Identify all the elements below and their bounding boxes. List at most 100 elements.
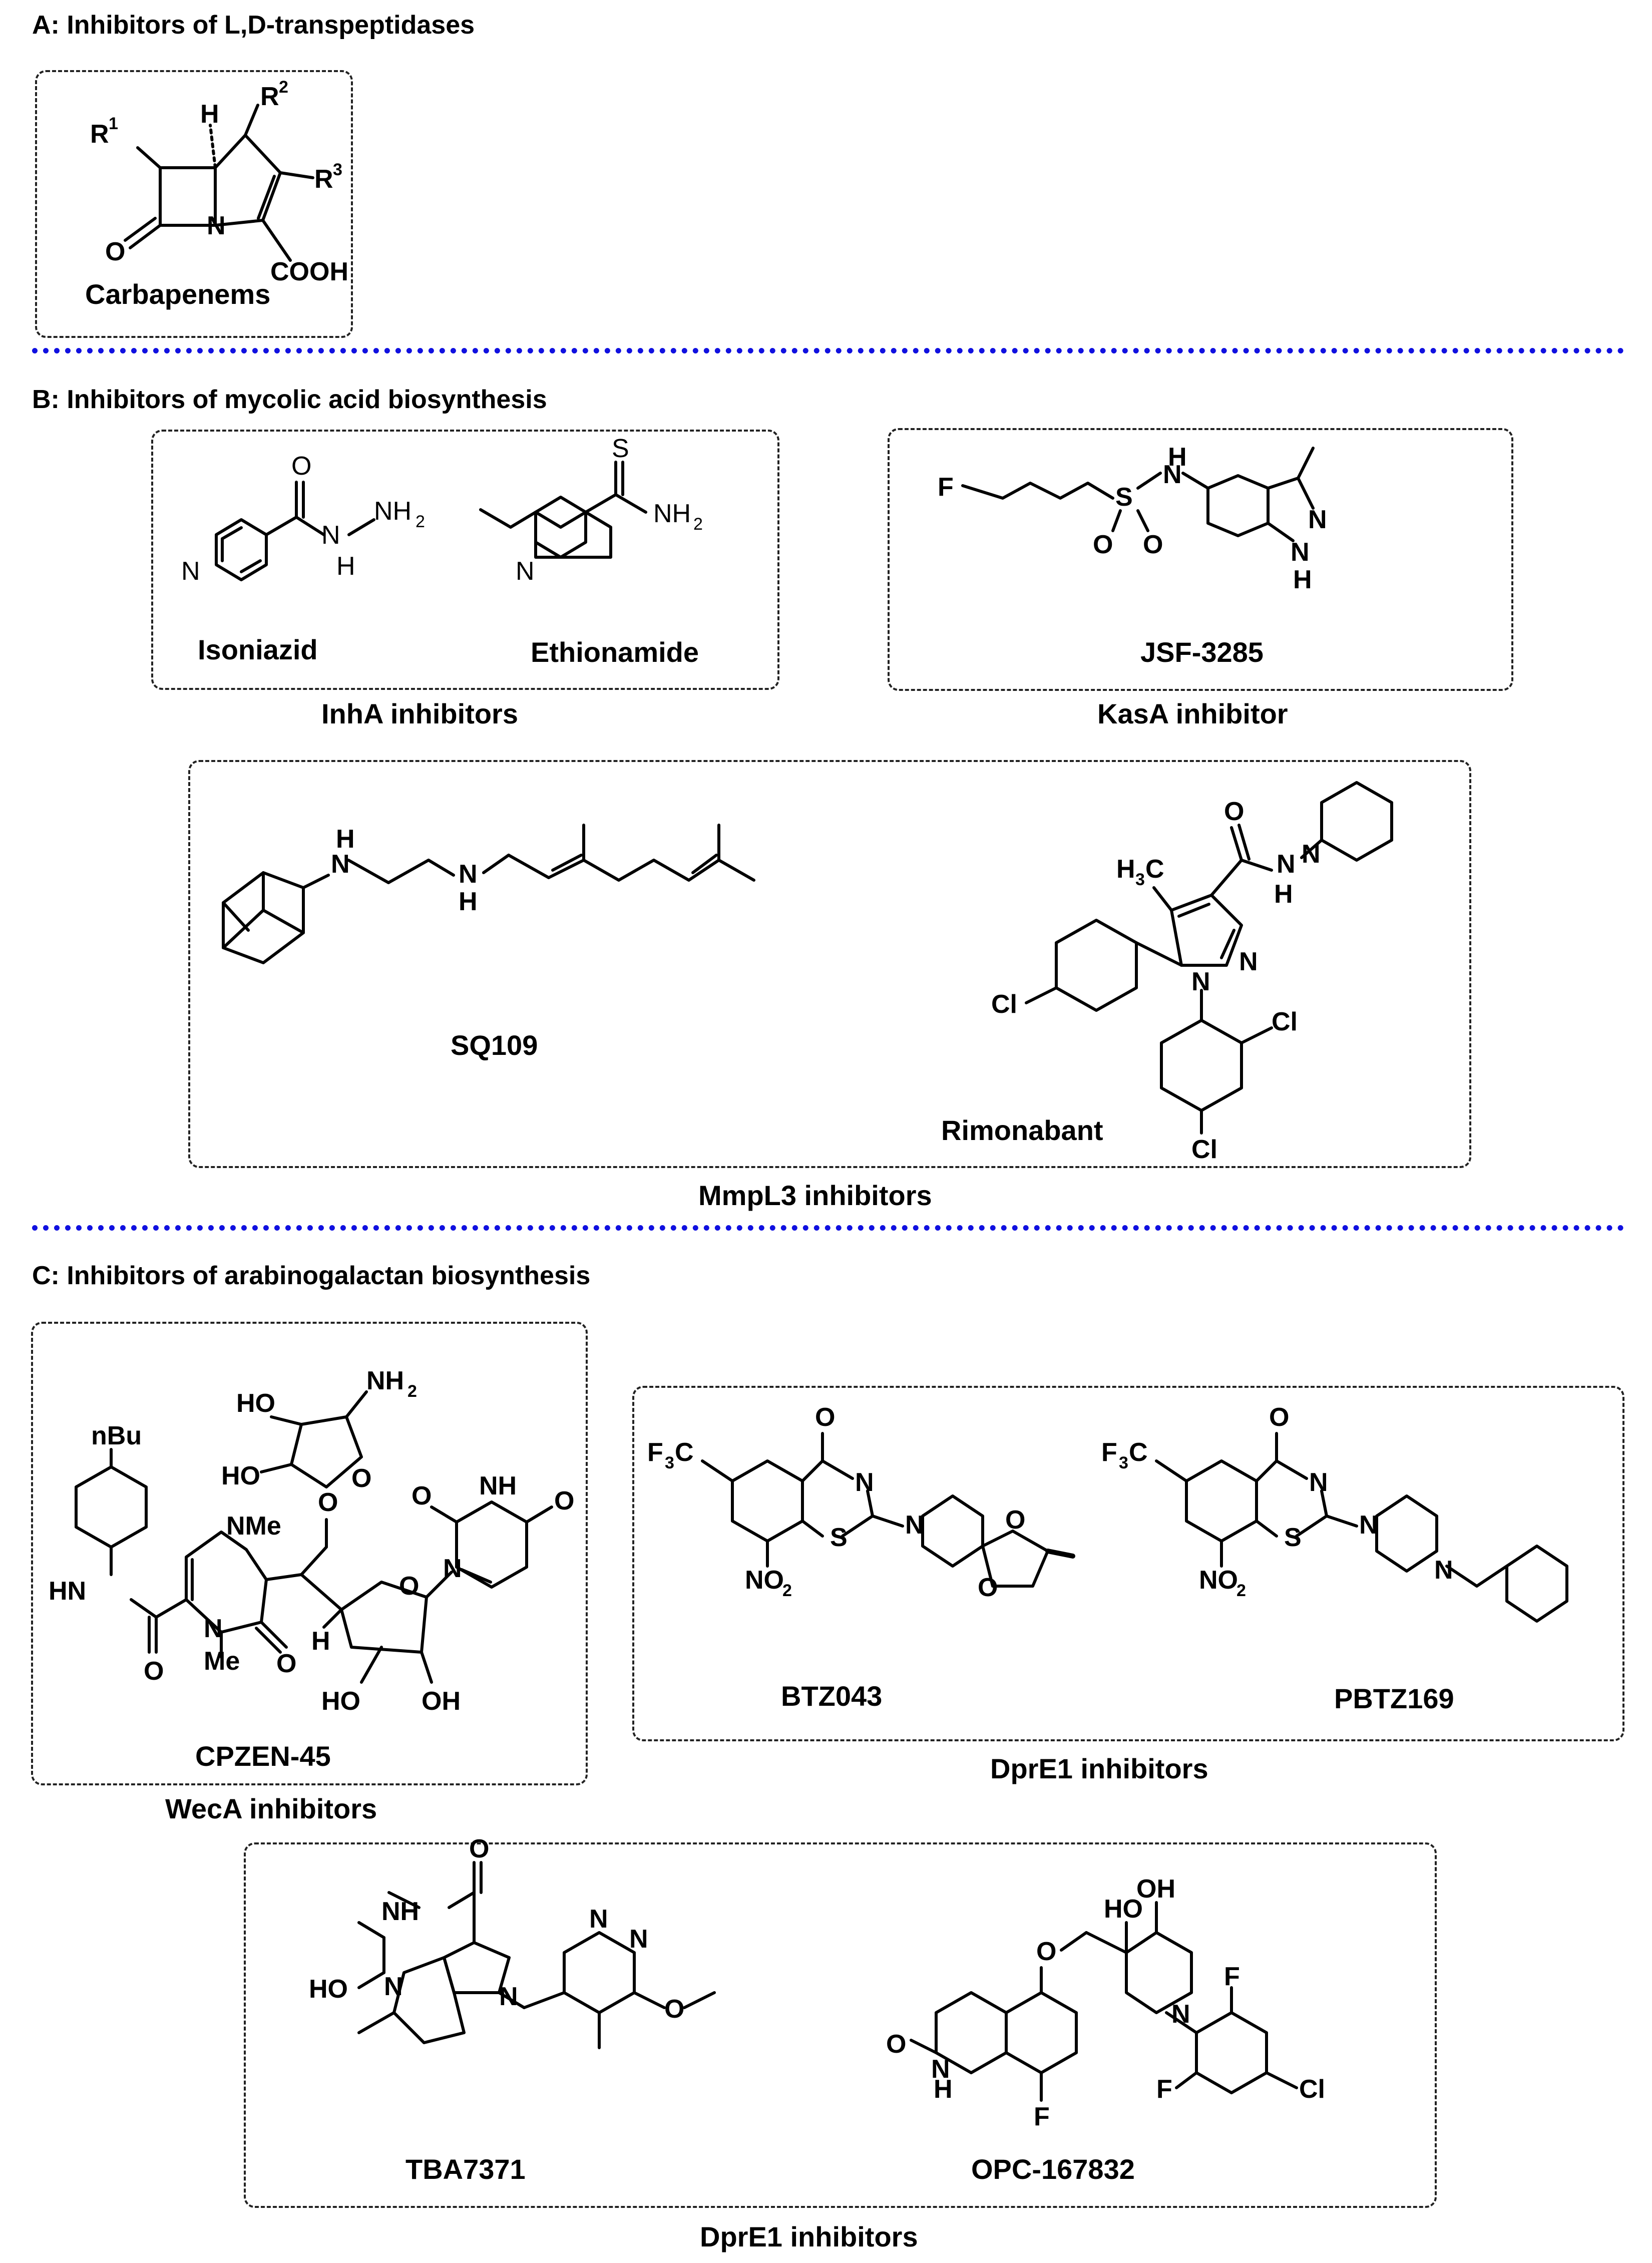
atom-label: S [1115,483,1133,512]
section-b-title: B: Inhibitors of mycolic acid biosynthes… [32,385,547,414]
atom-label: N [1291,538,1310,567]
atom-label: R [90,120,109,149]
atom-label: O [411,1481,432,1511]
cpzen45-label: CPZEN-45 [195,1740,331,1772]
atom-label: nBu [91,1421,142,1450]
inha-box [151,430,779,690]
tba7371-label: TBA7371 [405,2153,526,2185]
atom-label: H [336,552,355,581]
weca-group-label: WecA inhibitors [165,1793,377,1824]
atom-label: F [1034,2102,1050,2131]
atom-label: 2 [782,1581,792,1600]
atom-label: N [204,1614,223,1643]
atom-label: F [1224,1962,1240,1991]
pbtz169-label: PBTZ169 [1334,1683,1454,1714]
atom-label: N [1309,1468,1328,1497]
atom-label: HO [221,1461,260,1490]
atom-label: N [1359,1511,1378,1540]
atom-label: NO [1199,1566,1238,1595]
atom-label: C [1129,1438,1148,1467]
atom-label: O [978,1573,998,1602]
atom-label: Cl [991,990,1017,1019]
atom-label: N [321,521,340,550]
atom-label: N [1171,2000,1190,2029]
atom-label: N [589,1905,608,1934]
atom-label: 3 [333,160,342,179]
atom-label: N [499,1982,518,2011]
atom-label: N [207,211,226,240]
atom-label: N [1163,460,1182,489]
atom-label: 3 [1119,1453,1128,1472]
atom-label: HO [309,1975,348,2004]
atom-label: NH [366,1366,404,1395]
atom-label: O [554,1486,574,1516]
section-c-title: C: Inhibitors of arabinogalactan biosynt… [32,1261,591,1290]
atom-label: O [886,2030,906,2059]
atom-label: R [260,82,279,111]
atom-label: N [1308,505,1327,534]
atom-label: F [938,473,954,502]
weca-box [31,1322,588,1785]
atom-label: NH [479,1471,517,1500]
atom-label: H [200,100,219,129]
sq109-structure: H N N H [222,824,755,964]
carbapenem-structure: R 1 H R 2 R 3 O N COOH [90,78,348,286]
atom-label: S [1284,1523,1302,1552]
atom-label: 2 [693,515,703,534]
atom-label: F [1101,1438,1117,1467]
atom-label: NO [745,1566,784,1595]
atom-label: O [1093,530,1113,559]
atom-label: Me [204,1647,240,1676]
atom-label: R [314,165,333,194]
carbapenems-box [35,70,353,338]
mmpl3-box [188,760,1471,1168]
atom-label: Cl [1299,2075,1325,2104]
atom-label: 2 [407,1382,417,1401]
atom-label: N [855,1468,874,1497]
kasa-box [888,428,1513,691]
separator-2 [32,1225,1624,1231]
atom-label: NH [374,497,411,526]
atom-label: N [1302,840,1321,869]
atom-label: 3 [1135,870,1145,889]
atom-label: O [815,1403,835,1432]
atom-label: C [675,1438,694,1467]
atom-label: N [1239,947,1258,976]
atom-label: S [612,434,629,463]
atom-label: HO [321,1687,360,1716]
atom-label: HO [236,1389,275,1418]
atom-label: F [647,1438,663,1467]
atom-label: S [830,1523,848,1552]
atom-label: N [443,1554,462,1583]
atom-label: O [399,1572,419,1601]
dpre1-box-bottom [244,1842,1437,2208]
atom-label: N [629,1925,648,1954]
atom-label: O [1036,1937,1056,1966]
dpre1-box-top [632,1386,1624,1741]
atom-label: C [1145,855,1164,884]
section-a-title: A: Inhibitors of L,D-transpeptidases [32,11,475,40]
dpre1-group-label-bottom: DprE1 inhibitors [700,2221,918,2252]
atom-label: H [1168,443,1187,472]
ethionamide-structure: N S NH 2 [479,434,703,586]
atom-label: OH [1136,1874,1175,1904]
atom-label: O [318,1488,338,1517]
jsf3285-structure: F S O O N H N N H [938,443,1327,594]
atom-label: NH [653,499,691,528]
atom-label: H [1293,565,1312,594]
rimonabant-label: Rimonabant [941,1114,1103,1146]
atom-label: F [1156,2075,1172,2104]
atom-label: HN [49,1577,86,1606]
isoniazid-structure: N O N H NH 2 [181,452,425,586]
atom-label: N [1191,967,1210,996]
atom-label: N [905,1511,924,1540]
atom-label: O [144,1657,164,1686]
atom-label: O [1143,530,1163,559]
atom-label: O [105,237,125,266]
isoniazid-label: Isoniazid [198,634,318,665]
atom-label: O [291,452,311,481]
separator-1 [32,348,1624,353]
atom-label: O [1005,1505,1025,1535]
inha-group-label: InhA inhibitors [321,698,518,729]
atom-label: O [351,1464,371,1493]
